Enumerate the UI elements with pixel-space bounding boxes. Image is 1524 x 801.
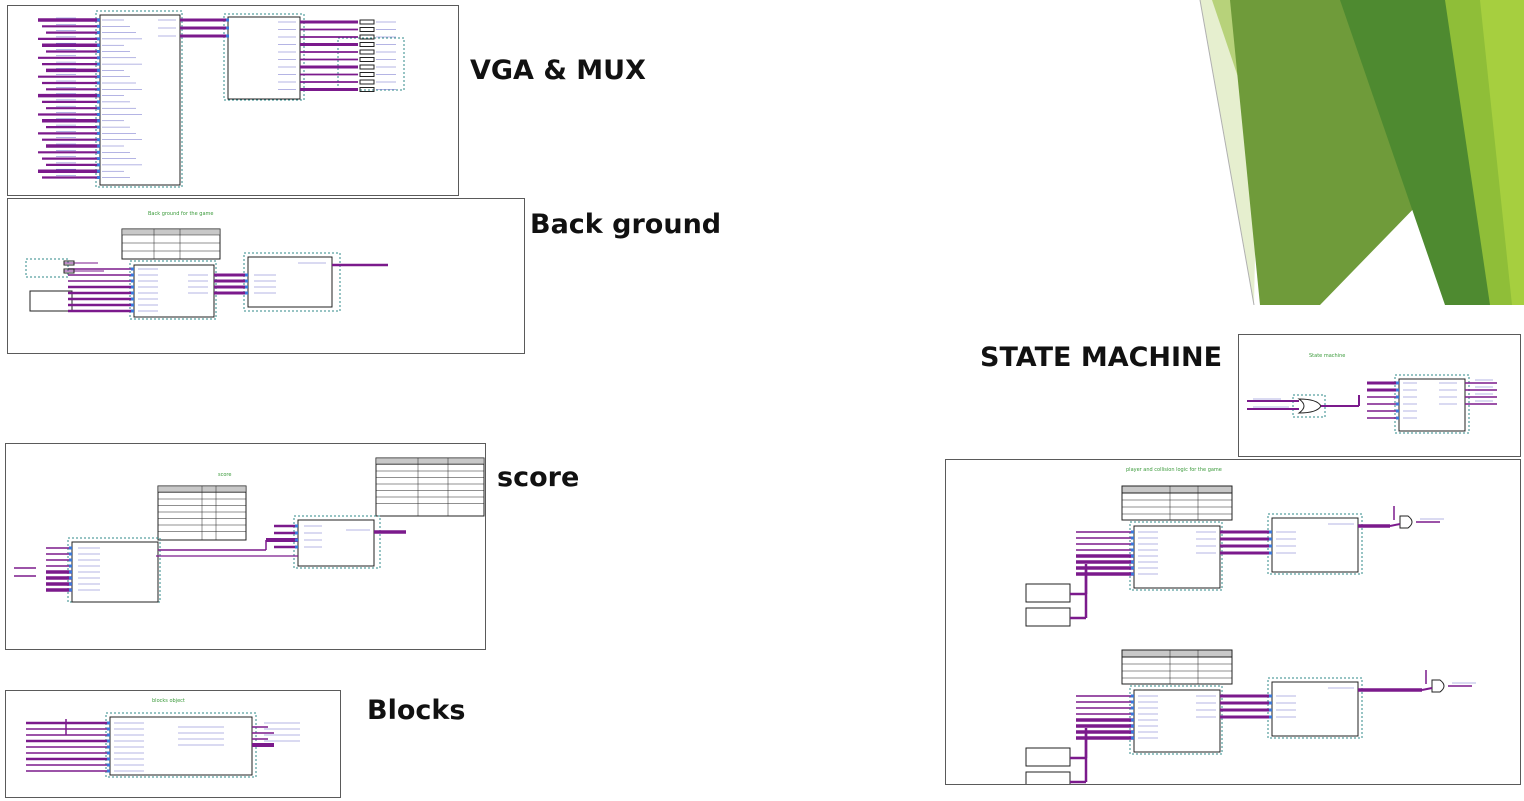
blocks-label: Blocks bbox=[367, 695, 466, 726]
svg-text:State machine: State machine bbox=[1309, 353, 1345, 359]
vga-mux-schematic bbox=[7, 5, 459, 196]
vga-mux-label: VGA & MUX bbox=[470, 55, 646, 86]
vga-mux-circuit bbox=[38, 10, 405, 188]
player-circuit: player and collision logic for the game bbox=[1025, 467, 1476, 784]
svg-text:score: score bbox=[218, 472, 231, 478]
background-circuit: Back ground for the game bbox=[25, 211, 388, 320]
state-machine-label: STATE MACHINE bbox=[980, 342, 1223, 373]
svg-text:blocks object: blocks object bbox=[152, 698, 185, 704]
blocks-schematic: blocks object bbox=[5, 690, 341, 798]
svg-text:player and collision logic for: player and collision logic for the game bbox=[1126, 467, 1222, 473]
background-label: Back ground bbox=[530, 209, 722, 240]
decorative-triangles bbox=[1199, 0, 1524, 305]
svg-text:Back ground for the game: Back ground for the game bbox=[148, 211, 213, 217]
score-schematic: score bbox=[5, 443, 486, 650]
state-machine-schematic: State machine bbox=[1238, 334, 1521, 457]
state-machine-circuit: State machine bbox=[1247, 353, 1497, 434]
background-schematic: Back ground for the game bbox=[7, 198, 525, 354]
blocks-circuit: blocks object bbox=[26, 698, 300, 778]
score-circuit: score bbox=[14, 457, 485, 603]
player-schematic: player and collision logic for the game bbox=[945, 459, 1521, 785]
score-label: score bbox=[497, 462, 580, 493]
